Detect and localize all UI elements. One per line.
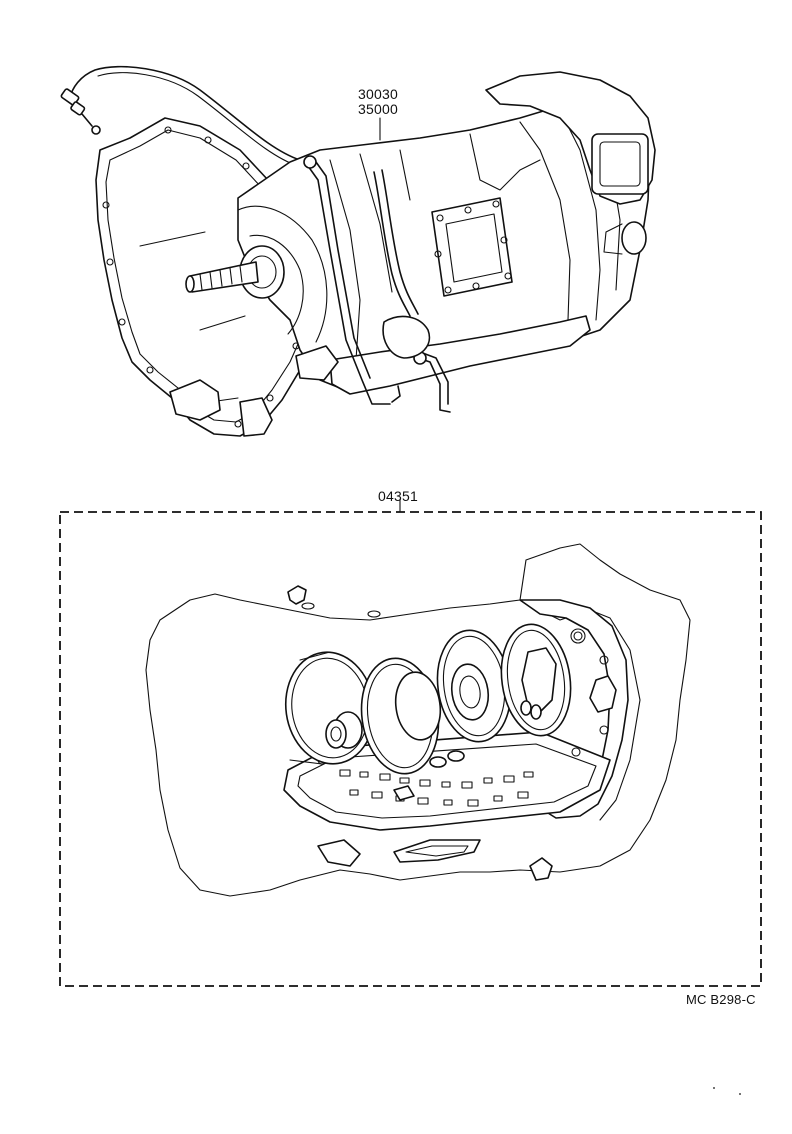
oil-pan-gasket: [283, 731, 611, 831]
side-cover-plate: [431, 197, 513, 297]
callout-part-30030: 30030: [358, 86, 398, 102]
transmission-assembly-drawing: [60, 65, 656, 437]
input-shaft: [185, 245, 285, 299]
kit-dashed-border: [59, 511, 762, 987]
gasket-kit-drawing: [145, 543, 691, 897]
diagram-code: MC B298-C: [686, 992, 756, 1007]
oil-pan: [329, 315, 591, 395]
callout-part-35000: 35000: [358, 101, 398, 117]
callout-part-04351: 04351: [378, 488, 418, 504]
cable-end-fitting: [60, 88, 101, 135]
